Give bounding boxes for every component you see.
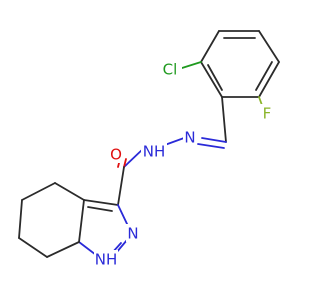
fluorine-label: F: [263, 105, 272, 123]
bond-ch-n: [201, 137, 227, 143]
molecule-structure: Cl F O N NH N NH: [18, 30, 280, 269]
cyclohexene-ring: [18, 182, 85, 258]
pyrazole-ring: [78, 199, 129, 259]
bond-c-cl: [181, 61, 202, 69]
molecule-canvas: Cl F O N NH N NH: [18, 30, 280, 269]
chlorine-label: Cl: [163, 61, 178, 79]
amide-nh-label: NH: [143, 143, 166, 161]
bond-c-o: [123, 158, 127, 168]
atom-labels: Cl F O N NH N NH: [94, 60, 274, 269]
bond-cy-1: [54, 182, 85, 201]
pyrazole-nh-label: NH: [95, 251, 118, 269]
bond-pz-c3-c3a: [83, 199, 119, 206]
bond-pz-c3-n2: [117, 204, 129, 227]
bond-ar-5: [258, 61, 280, 98]
bond-cy-4: [18, 237, 48, 258]
bond-cy-2: [21, 182, 56, 201]
imine-nitrogen-label: N: [184, 129, 195, 147]
oxygen-label: O: [110, 146, 122, 164]
bond-ar-double-1: [207, 64, 223, 91]
bond-ch-n-double: [197, 143, 225, 149]
bond-nh-carbonyl: [123, 147, 145, 168]
bond-pz-c3-c3a-double: [87, 206, 113, 212]
bond-ar-ch: [221, 96, 227, 143]
bond-ar-4: [258, 30, 280, 63]
bond-cy-3: [18, 199, 23, 239]
bond-carbonyl-c3: [117, 166, 125, 206]
bond-cy-5: [46, 241, 80, 258]
benzene-ring: [200, 30, 280, 98]
pyrazole-n2-label: N: [127, 225, 138, 243]
bond-ar-double-3: [255, 61, 273, 91]
bond-ar-2: [200, 30, 220, 63]
bond-pz-c7a-c3a: [78, 199, 85, 243]
bond-ar-1: [200, 61, 223, 98]
